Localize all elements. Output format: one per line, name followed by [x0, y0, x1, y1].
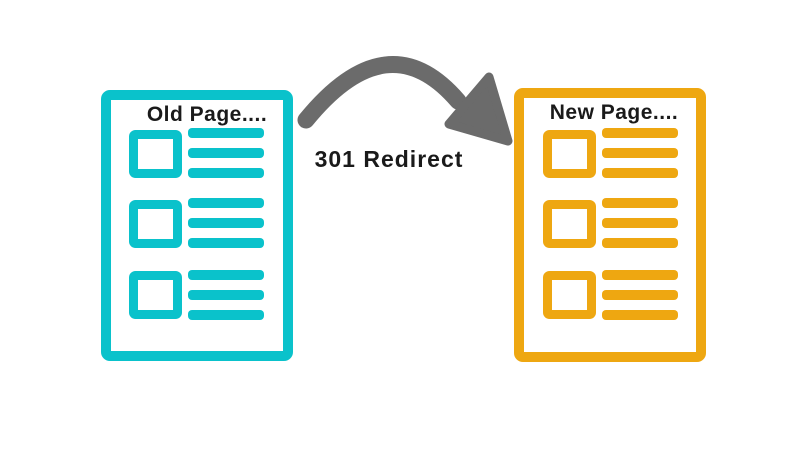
content-square	[129, 200, 182, 248]
content-square	[543, 200, 596, 248]
arrow-shaft	[297, 56, 467, 129]
new-page-title: New Page....	[550, 101, 679, 124]
new-page-lines	[602, 128, 678, 320]
content-line	[188, 218, 264, 228]
content-line	[602, 270, 678, 280]
redirect-arrow	[297, 56, 513, 146]
content-line	[188, 290, 264, 300]
content-line	[602, 168, 678, 178]
content-line	[602, 128, 678, 138]
content-line	[188, 168, 264, 178]
content-line	[602, 148, 678, 158]
content-line	[602, 218, 678, 228]
content-line	[188, 270, 264, 280]
content-square	[543, 130, 596, 178]
content-square	[543, 271, 596, 319]
redirect-label: 301 Redirect	[315, 146, 464, 172]
content-line	[188, 148, 264, 158]
content-square	[129, 271, 182, 319]
content-line	[188, 238, 264, 248]
content-square	[129, 130, 182, 178]
old-page-squares	[129, 130, 182, 319]
arrow-head-icon	[444, 72, 513, 146]
content-line	[188, 128, 264, 138]
content-line	[188, 310, 264, 320]
old-page: Old Page....	[101, 90, 293, 361]
new-page: New Page....	[514, 88, 706, 362]
content-line	[602, 238, 678, 248]
new-page-squares	[543, 130, 596, 319]
old-page-lines	[188, 128, 264, 320]
old-page-title: Old Page....	[147, 103, 267, 126]
content-line	[188, 198, 264, 208]
content-line	[602, 290, 678, 300]
content-line	[602, 310, 678, 320]
content-line	[602, 198, 678, 208]
